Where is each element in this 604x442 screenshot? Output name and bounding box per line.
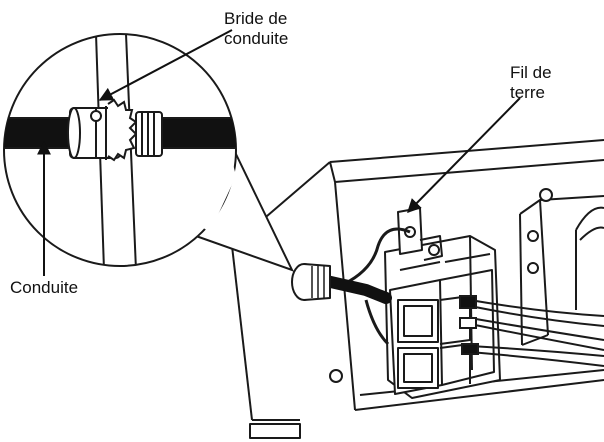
label-conduite: Conduite (10, 278, 79, 297)
appliance-housing (231, 139, 604, 439)
label-bride-de-conduite: Bride de conduite (224, 9, 289, 48)
terminal-block (384, 207, 501, 399)
conduit-entry (291, 227, 411, 346)
arrow-fil-de-terre (407, 97, 521, 213)
wires (459, 295, 604, 367)
label-fil-de-terre: Fil de terre (510, 63, 552, 102)
arrow-bride-de-conduite (98, 29, 233, 101)
leader-arrows (37, 29, 521, 276)
